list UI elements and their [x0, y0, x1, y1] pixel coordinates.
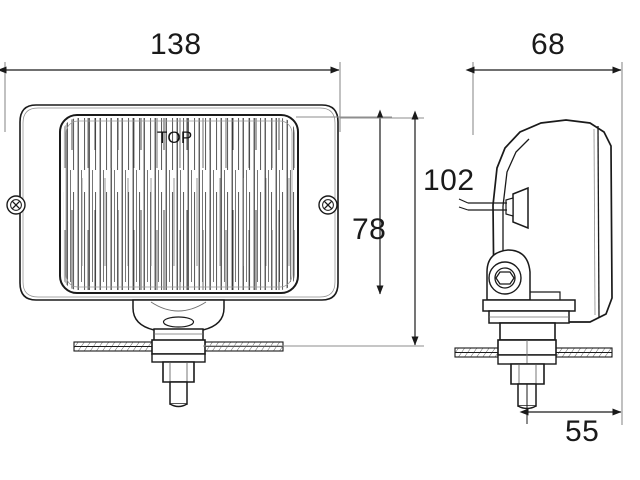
side-view — [454, 119, 613, 410]
lens-face-edge-inner — [593, 128, 596, 316]
lens-top-marking: TOP — [157, 128, 193, 147]
lens-pane — [65, 120, 293, 288]
mount-bracket-front — [132, 299, 225, 342]
adjust-screw-left — [6, 195, 26, 215]
collar-side — [499, 322, 556, 341]
adjust-screw-right — [318, 195, 338, 215]
dimension-label-55: 55 — [565, 415, 600, 448]
bulb-socket — [458, 186, 529, 230]
dimension-label-78: 78 — [352, 213, 387, 246]
dimension-label-102: 102 — [423, 164, 475, 197]
lens-flutes — [63, 118, 295, 290]
stud-assembly-front — [151, 339, 206, 408]
hex-bolt-head — [495, 271, 515, 285]
dimension-102 — [203, 110, 424, 347]
pivot-boss — [486, 249, 531, 301]
stud-assembly-side — [497, 339, 557, 410]
housing-inner-offset — [22, 107, 336, 298]
lens-face-edge — [597, 125, 600, 319]
dimension-55 — [519, 384, 622, 424]
front-view — [6, 104, 339, 408]
dimension-78 — [296, 109, 392, 295]
dimension-138 — [0, 62, 341, 132]
housing-contour-upper — [502, 138, 530, 207]
dimension-68 — [465, 62, 623, 425]
dimension-label-138: 138 — [150, 28, 202, 61]
dimension-label-68: 68 — [531, 28, 566, 61]
mount-bracket-side — [482, 299, 576, 324]
